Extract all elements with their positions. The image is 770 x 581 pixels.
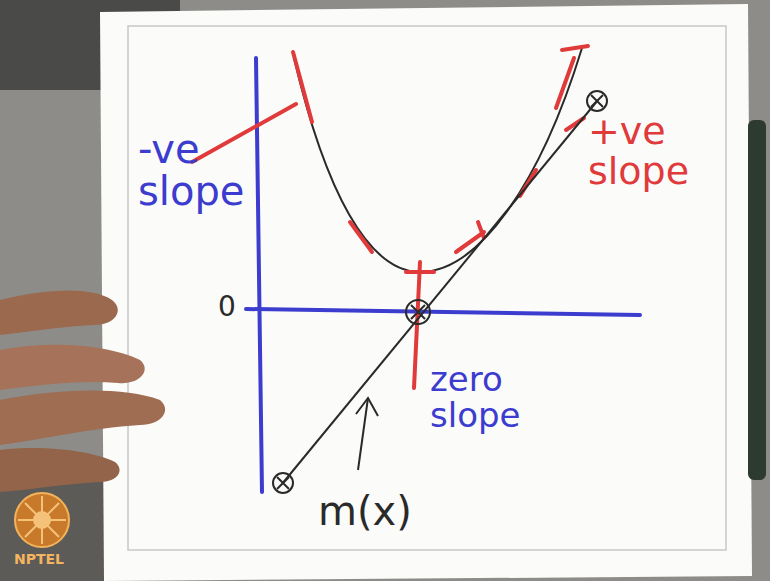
leader-line: [192, 104, 296, 162]
marker-pen: [748, 120, 766, 480]
tangent-tick: [350, 222, 372, 252]
function-label: m(x): [318, 490, 412, 532]
finger: [0, 448, 120, 492]
finger: [0, 391, 165, 445]
tangent-tick: [293, 52, 312, 122]
slope-label: zero slope: [430, 362, 535, 433]
paper-sheet: [100, 4, 752, 581]
slope-label: -ve slope: [138, 128, 248, 212]
finger: [0, 345, 145, 390]
zero-slope-marker: [414, 262, 420, 388]
tangent-tick: [562, 46, 588, 50]
watermark: NPTEL: [14, 552, 64, 567]
axis-origin: 0: [218, 292, 236, 321]
page-frame: [128, 26, 726, 550]
logo: [15, 493, 69, 547]
slope-label: +ve slope: [588, 112, 706, 192]
point-marker: [411, 305, 425, 319]
point-marker: [587, 91, 607, 111]
tangent-tick: [556, 58, 574, 108]
point-marker: [277, 477, 289, 489]
finger: [0, 291, 118, 335]
derivative-line: [282, 100, 598, 484]
pointer-arrow: [356, 398, 378, 416]
parabola-curve: [294, 48, 582, 272]
x-axis: [246, 309, 640, 315]
point-marker: [406, 300, 430, 324]
point-marker: [591, 95, 603, 107]
tangent-tick: [456, 232, 484, 252]
point-marker: [273, 473, 293, 493]
tangent-tick: [478, 222, 484, 238]
